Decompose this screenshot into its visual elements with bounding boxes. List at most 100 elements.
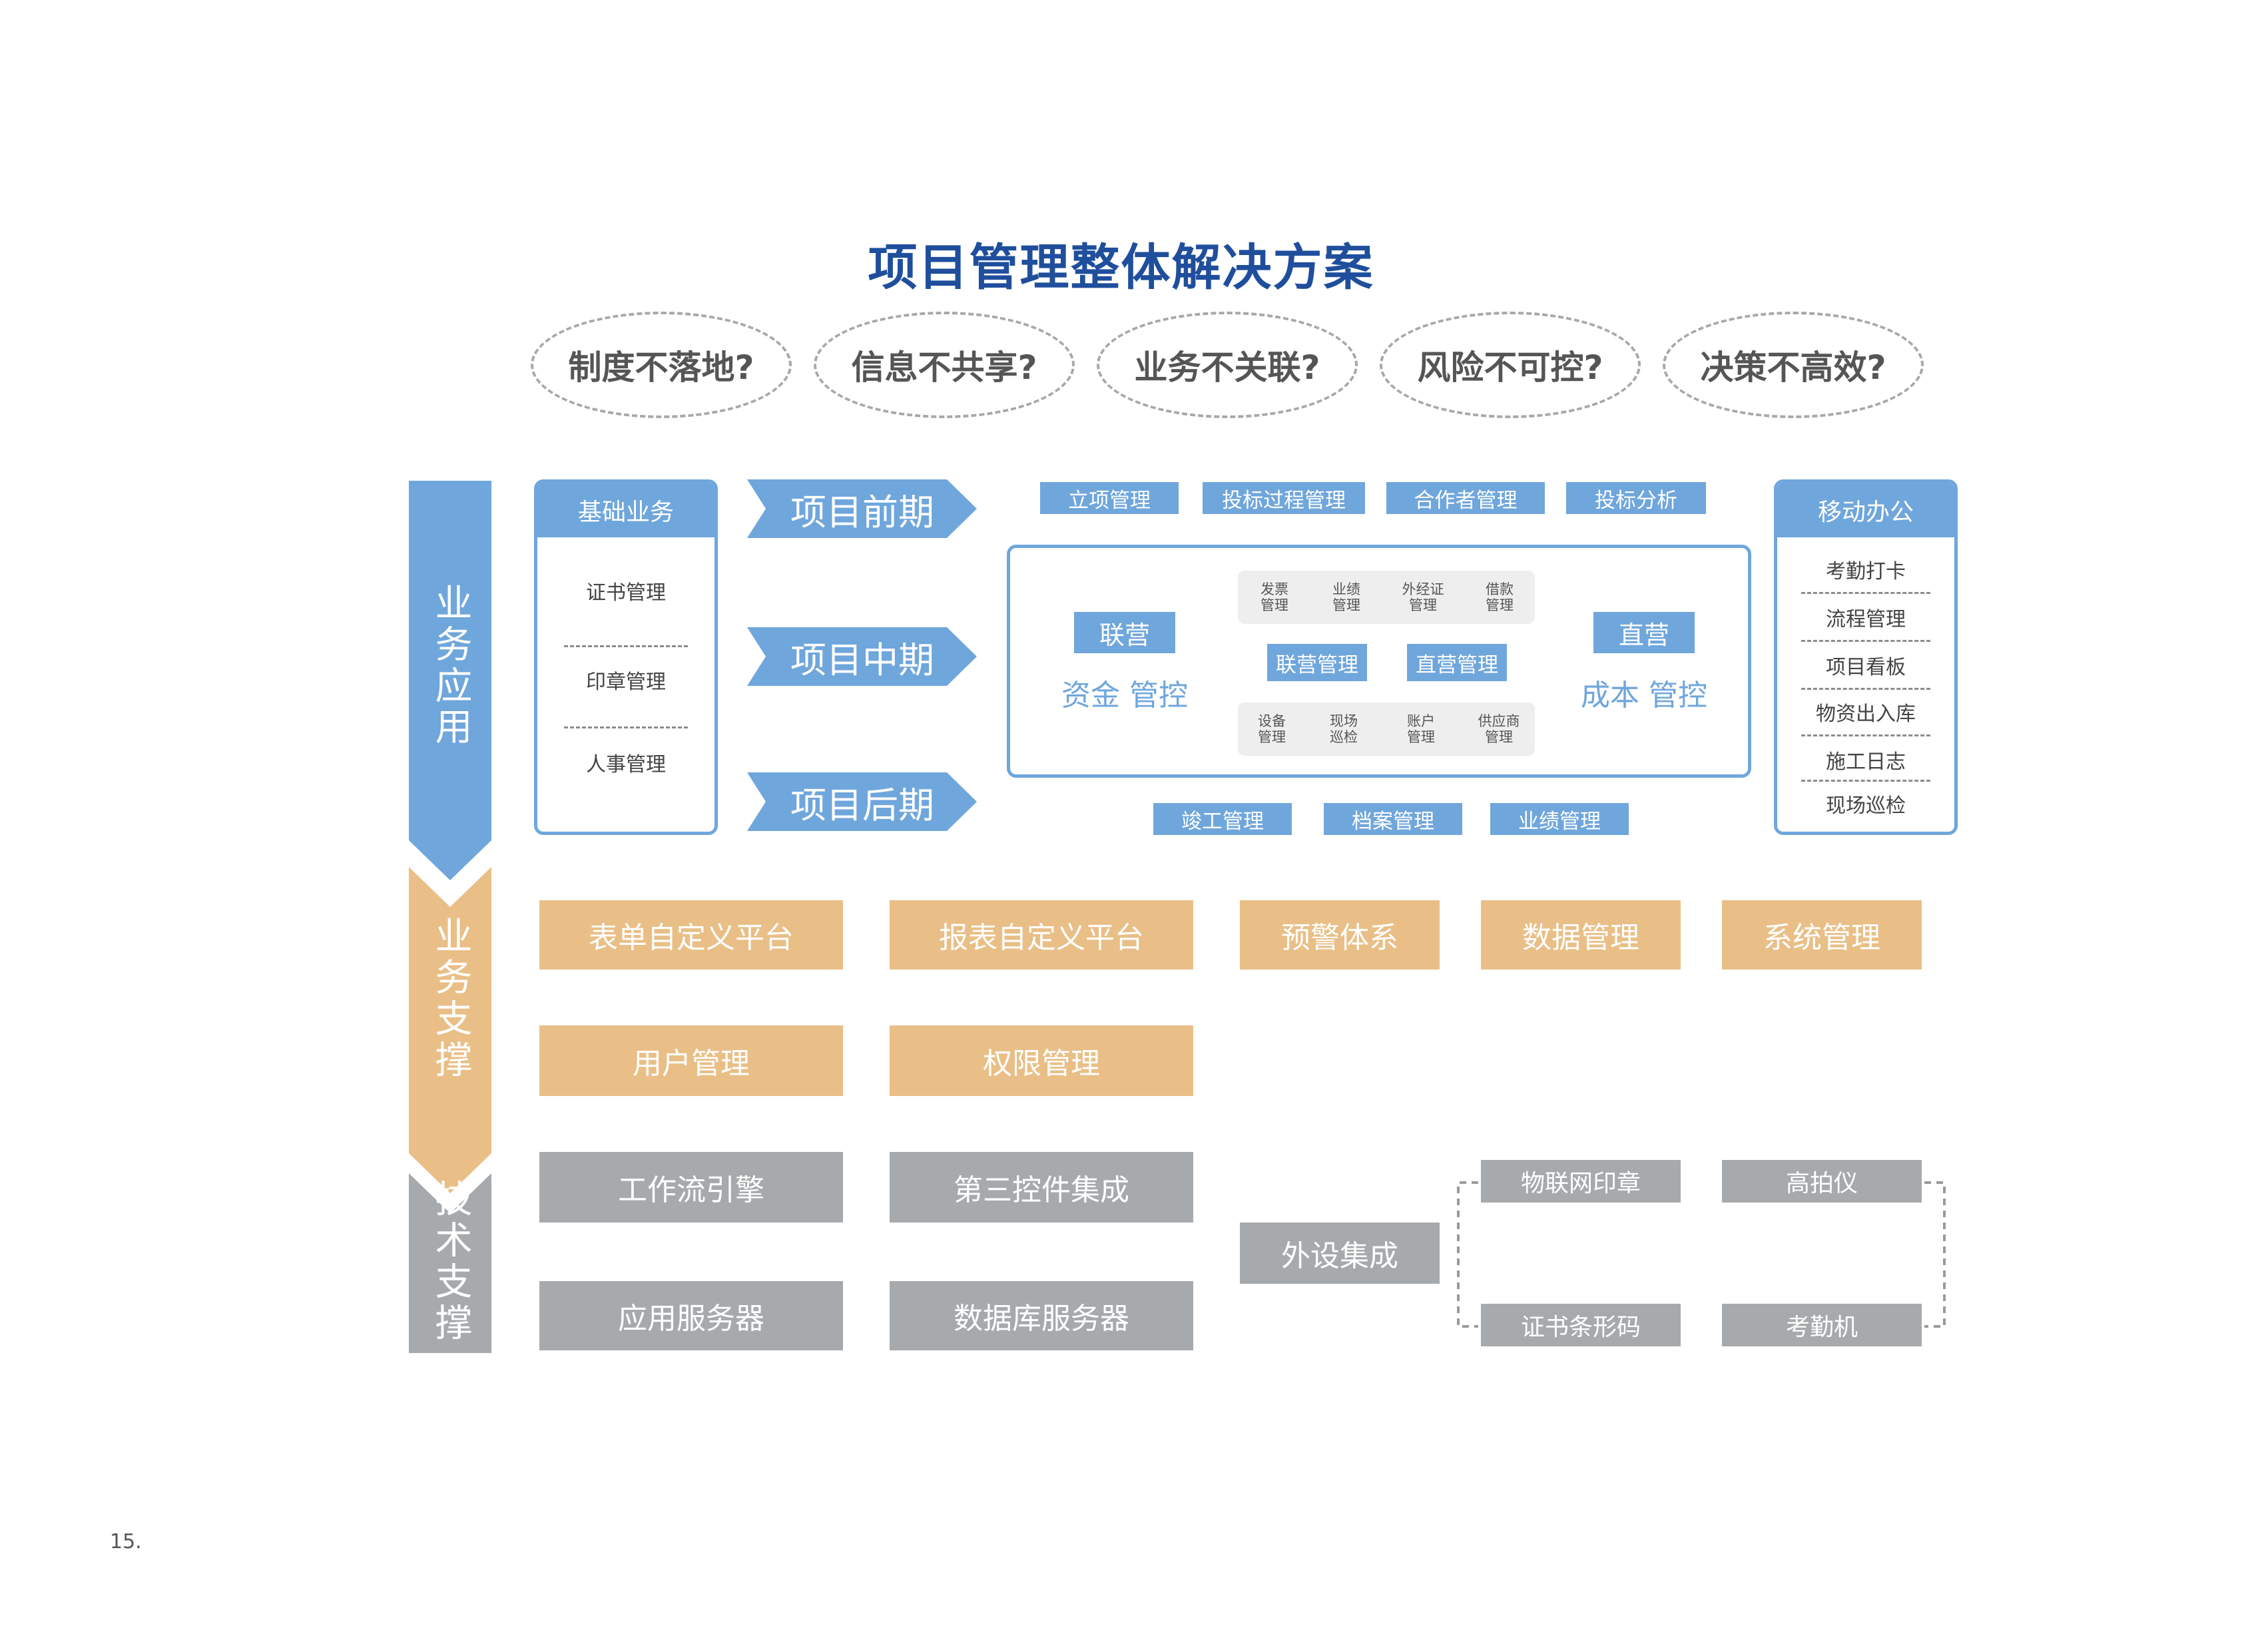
support-system-mgmt: 系统管理 bbox=[1722, 900, 1922, 969]
device-attendance: 考勤机 bbox=[1722, 1304, 1922, 1346]
mini-text: 借款 bbox=[1486, 581, 1514, 597]
support-warning: 预警体系 bbox=[1240, 900, 1440, 969]
device-bracket bbox=[1457, 1181, 1946, 1328]
mini-text: 管理 bbox=[1407, 729, 1435, 745]
joint-label: 联营 bbox=[1074, 612, 1175, 653]
mobile-item: 流程管理 bbox=[1826, 608, 1906, 631]
mini-equipment: 设备管理 bbox=[1242, 709, 1302, 749]
joint-mgmt: 联营管理 bbox=[1267, 644, 1367, 681]
basic-business-panel: 基础业务 证书管理 印章管理 人事管理 bbox=[534, 479, 718, 835]
question-oval: 业务不关联? bbox=[1097, 312, 1358, 418]
mini-invoice: 发票管理 bbox=[1245, 577, 1304, 617]
tech-app-server: 应用服务器 bbox=[539, 1281, 843, 1350]
mobile-item: 物资出入库 bbox=[1816, 702, 1916, 726]
tech-db-server: 数据库服务器 bbox=[890, 1281, 1193, 1350]
support-report-platform: 报表自定义平台 bbox=[890, 900, 1193, 969]
support-data-mgmt: 数据管理 bbox=[1481, 900, 1681, 969]
layer-business-app: 业务应用 bbox=[409, 493, 491, 839]
tag-bid-process: 投标过程管理 bbox=[1203, 482, 1365, 514]
phase-early: 项目前期 bbox=[790, 491, 934, 533]
tech-support-arrow bbox=[409, 1173, 491, 1353]
question-oval: 风险不可控? bbox=[1380, 312, 1641, 418]
divider bbox=[1801, 688, 1930, 690]
layer-arrows bbox=[409, 481, 491, 1353]
cost-control: 成本 管控 bbox=[1581, 679, 1707, 712]
tag-performance: 业绩管理 bbox=[1490, 803, 1629, 835]
basic-item-hr: 人事管理 bbox=[586, 753, 666, 776]
support-user-mgmt: 用户管理 bbox=[539, 1025, 843, 1096]
question-oval: 信息不共享? bbox=[814, 312, 1075, 418]
mini-text: 管理 bbox=[1485, 729, 1513, 745]
tag-archive: 档案管理 bbox=[1324, 803, 1462, 835]
mini-text: 管理 bbox=[1486, 597, 1514, 613]
business-app-arrow bbox=[409, 481, 491, 880]
mobile-item: 施工日志 bbox=[1826, 750, 1906, 774]
mini-loan: 借款管理 bbox=[1470, 577, 1530, 617]
page-title: 项目管理整体解决方案 bbox=[868, 238, 1374, 296]
mini-foreign-cert: 外经证管理 bbox=[1390, 577, 1456, 617]
question-oval: 决策不高效? bbox=[1663, 312, 1924, 418]
mobile-item: 现场巡检 bbox=[1826, 794, 1906, 818]
page-number: 15. bbox=[110, 1530, 142, 1553]
layer-label-tech-support: 技术支撑 bbox=[429, 1179, 472, 1344]
support-permission-mgmt: 权限管理 bbox=[890, 1025, 1193, 1096]
layer-label-business-support: 业务支撑 bbox=[429, 916, 472, 1081]
device-iot-seal: 物联网印章 bbox=[1481, 1160, 1681, 1203]
divider bbox=[1801, 734, 1930, 736]
mobile-panel: 移动办公 考勤打卡 流程管理 项目看板 物资出入库 施工日志 现场巡检 bbox=[1774, 479, 1958, 835]
mobile-item: 项目看板 bbox=[1826, 656, 1906, 679]
business-support-arrow bbox=[409, 867, 491, 1193]
mini-text: 管理 bbox=[1261, 597, 1288, 613]
mini-text: 巡检 bbox=[1330, 729, 1358, 745]
mini-text: 现场 bbox=[1330, 713, 1358, 729]
mini-text: 设备 bbox=[1258, 713, 1286, 729]
divider bbox=[564, 645, 688, 647]
phase-arrow-late bbox=[747, 772, 977, 831]
mini-text: 供应商 bbox=[1478, 713, 1520, 729]
direct-label: 直营 bbox=[1593, 612, 1695, 653]
question-oval: 制度不落地? bbox=[531, 312, 792, 418]
capital-control: 资金 管控 bbox=[1061, 679, 1188, 712]
divider bbox=[564, 726, 688, 728]
mini-text: 管理 bbox=[1258, 729, 1286, 745]
mobile-item: 考勤打卡 bbox=[1826, 560, 1906, 583]
tag-project-setup: 立项管理 bbox=[1040, 482, 1179, 514]
phase-late: 项目后期 bbox=[790, 784, 934, 826]
control-panel: 联营 资金 管控 直营 成本 管控 发票管理 业绩管理 外经证管理 借款管理 联… bbox=[1007, 545, 1751, 778]
divider bbox=[1801, 780, 1930, 782]
tag-completion: 竣工管理 bbox=[1153, 803, 1292, 835]
tech-peripheral: 外设集成 bbox=[1240, 1223, 1440, 1284]
mini-text: 管理 bbox=[1409, 597, 1437, 613]
direct-mgmt: 直营管理 bbox=[1407, 644, 1507, 681]
divider bbox=[1801, 640, 1930, 642]
basic-item-seal: 印章管理 bbox=[586, 671, 666, 694]
mobile-title: 移动办公 bbox=[1777, 483, 1954, 537]
phase-arrows bbox=[747, 479, 977, 831]
tech-third-party: 第三控件集成 bbox=[890, 1152, 1193, 1223]
device-scanner: 高拍仪 bbox=[1722, 1160, 1922, 1203]
basic-item-cert: 证书管理 bbox=[586, 581, 666, 605]
phase-arrow-early bbox=[747, 479, 977, 538]
tag-partner: 合作者管理 bbox=[1386, 482, 1545, 514]
mini-text: 账户 bbox=[1407, 713, 1435, 729]
support-form-platform: 表单自定义平台 bbox=[539, 900, 843, 969]
mini-group-top: 发票管理 业绩管理 外经证管理 借款管理 bbox=[1238, 571, 1535, 624]
phase-arrow-mid bbox=[747, 627, 977, 686]
tech-workflow-engine: 工作流引擎 bbox=[539, 1152, 843, 1223]
mini-text: 发票 bbox=[1261, 581, 1288, 597]
mini-text: 业绩 bbox=[1332, 581, 1360, 597]
layer-business-support: 业务支撑 bbox=[409, 892, 491, 1105]
layer-tech-support: 技术支撑 bbox=[409, 1172, 491, 1352]
mini-group-bottom: 设备管理 现场巡检 账户管理 供应商管理 bbox=[1238, 702, 1535, 756]
divider bbox=[1801, 592, 1930, 594]
device-cert-barcode: 证书条形码 bbox=[1481, 1304, 1681, 1346]
basic-business-title: 基础业务 bbox=[537, 483, 714, 537]
mini-text: 外经证 bbox=[1402, 581, 1444, 597]
layer-label-business-app: 业务应用 bbox=[429, 583, 472, 748]
mini-performance: 业绩管理 bbox=[1316, 577, 1376, 617]
phase-mid: 项目中期 bbox=[790, 639, 934, 681]
mini-text: 管理 bbox=[1332, 597, 1360, 613]
mini-account: 账户管理 bbox=[1391, 709, 1451, 749]
mini-supplier: 供应商管理 bbox=[1466, 709, 1532, 749]
tag-bid-analysis: 投标分析 bbox=[1566, 482, 1706, 514]
